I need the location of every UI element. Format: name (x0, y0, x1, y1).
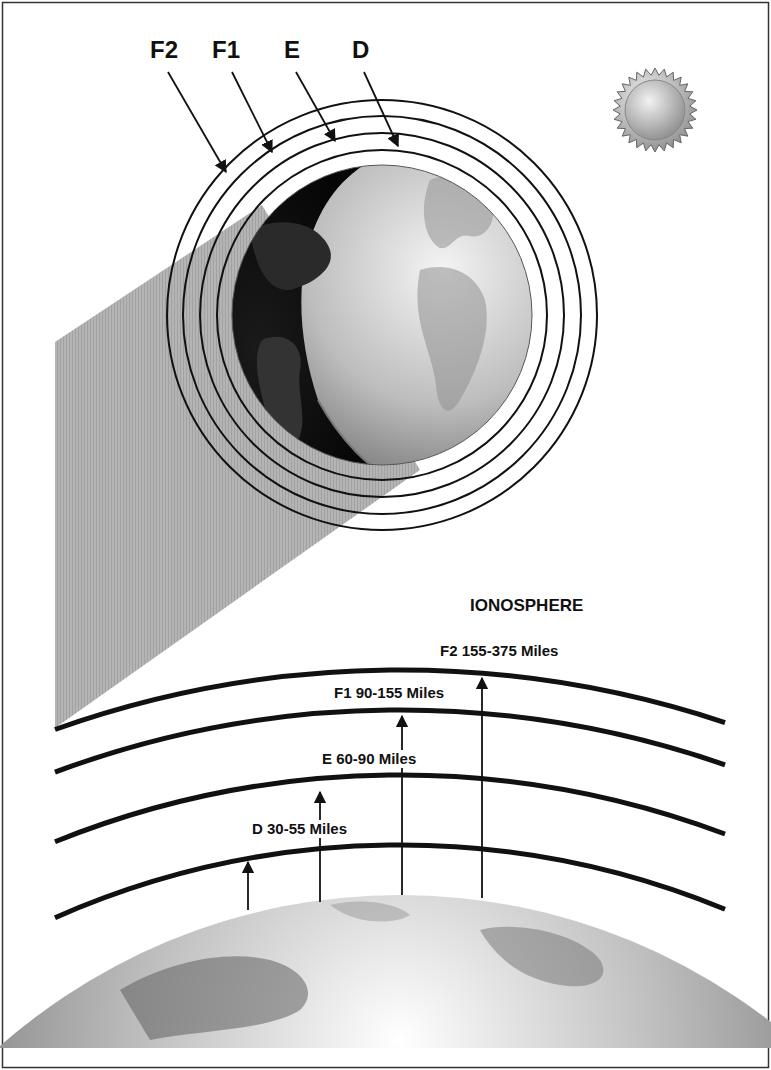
layer-name: F2 (148, 36, 180, 65)
layer-name: D (350, 36, 371, 65)
layer-height: F2 155-375 Miles (438, 642, 560, 660)
layer-height: D 30-55 Miles (250, 820, 349, 838)
layer-arc (55, 845, 725, 918)
layer-arc (55, 710, 725, 772)
layer-name: E (282, 36, 302, 65)
layer-height: F1 90-155 Miles (332, 684, 446, 702)
figure-title: IONOSPHERE (468, 596, 585, 616)
layer-arc (55, 775, 725, 842)
layer-name: F1 (210, 36, 242, 65)
layer-arc (55, 670, 725, 730)
layer-height: E 60-90 Miles (320, 750, 418, 768)
